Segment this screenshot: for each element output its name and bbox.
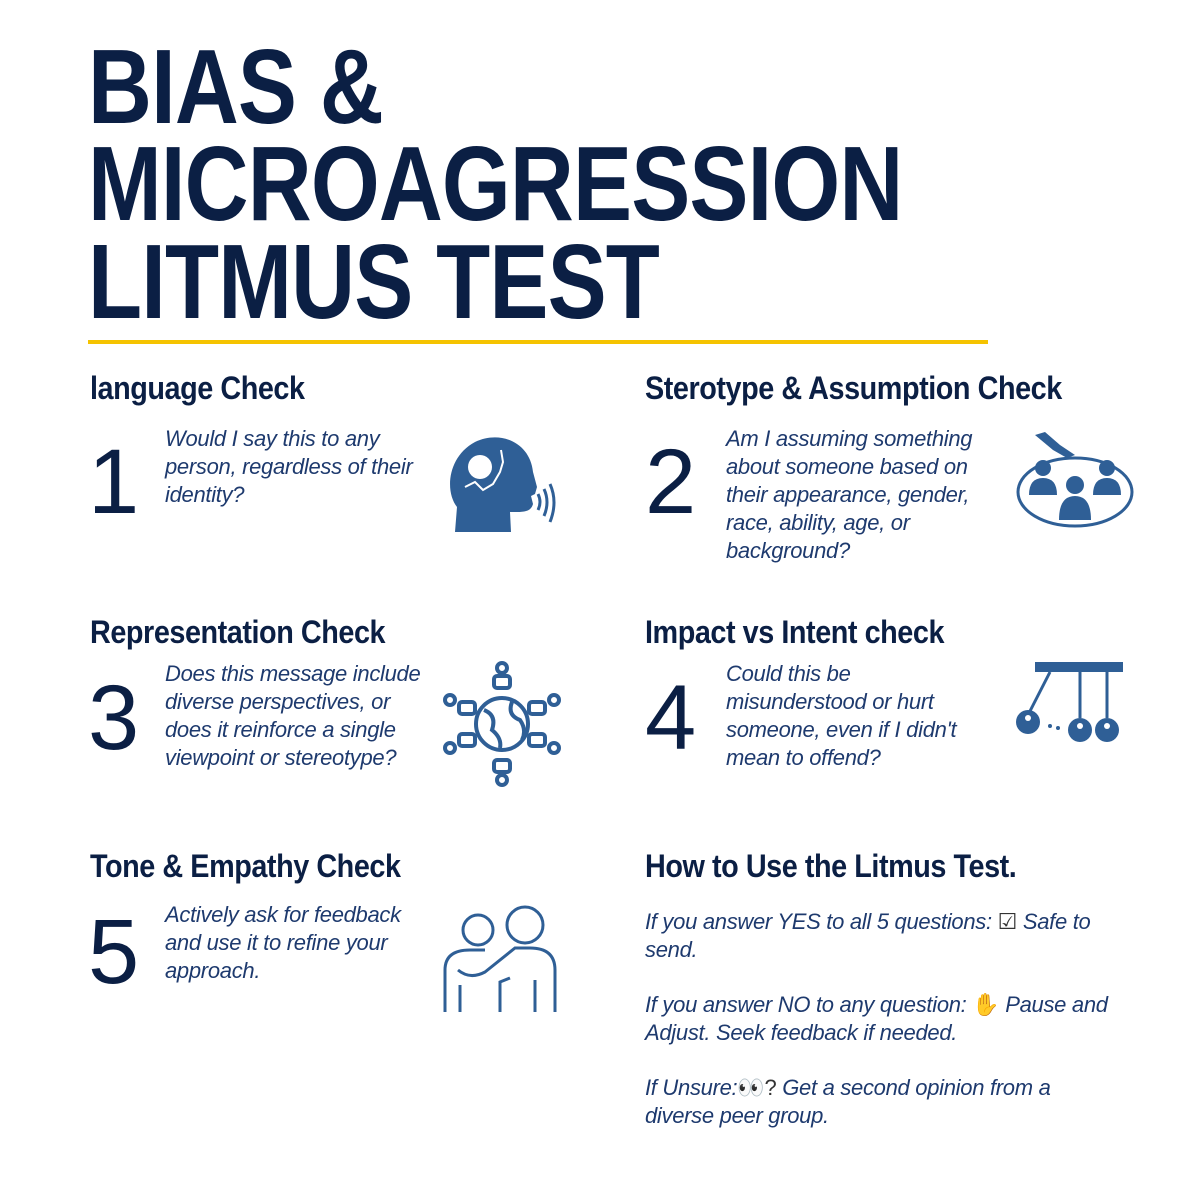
check-3-number: 3	[88, 667, 140, 769]
usage-unsure-prefix: If Unsure:	[645, 1075, 738, 1100]
usage-no-suffix: Pause and Adjust. Seek feedback if neede…	[645, 992, 1108, 1045]
check-4-number: 4	[645, 667, 697, 769]
usage-unsure-suffix: Get a second opinion from a diverse peer…	[645, 1075, 1051, 1128]
head-speaking-icon	[450, 437, 556, 532]
title-line-2: MICROAGRESSION	[88, 125, 903, 243]
check-4-heading: Impact vs Intent check	[645, 614, 945, 650]
title-line-3: LITMUS TEST	[88, 223, 660, 341]
check-2-heading: Sterotype & Assumption Check	[645, 370, 1062, 406]
eyes-question-icon: 👀?	[737, 1075, 777, 1100]
globe-network-icon	[443, 661, 561, 787]
check-1-number: 1	[88, 431, 140, 533]
check-3-heading: Representation Check	[90, 614, 386, 650]
check-5-number: 5	[88, 901, 140, 1003]
raised-hand-icon: ✋	[972, 992, 1000, 1017]
check-3-text: Does this message include diverse perspe…	[165, 661, 421, 770]
usage-no: If you answer NO to any question: ✋ Paus…	[645, 991, 1125, 1047]
title-divider	[88, 340, 988, 344]
check-5-heading: Tone & Empathy Check	[90, 848, 401, 884]
check-4-text: Could this be misunderstood or hurt some…	[726, 661, 957, 770]
newton-cradle-people-icon	[1016, 662, 1123, 742]
check-5-text: Actively ask for feedback and use it to …	[165, 902, 401, 983]
check-mark-icon: ☑	[997, 909, 1018, 934]
usage-unsure: If Unsure:👀? Get a second opinion from a…	[645, 1074, 1125, 1130]
usage-heading: How to Use the Litmus Test.	[645, 848, 1017, 884]
usage-yes: If you answer YES to all 5 questions: ☑ …	[645, 908, 1125, 964]
usage-yes-prefix: If you answer YES to all 5 questions:	[645, 909, 992, 934]
group-pointing-icon	[1016, 432, 1134, 528]
check-1-text: Would I say this to any person, regardle…	[165, 426, 413, 507]
check-1-heading: language Check	[90, 370, 305, 406]
hug-icon	[443, 905, 557, 1012]
check-2-number: 2	[645, 431, 697, 533]
usage-yes-suffix: Safe to send.	[645, 909, 1091, 962]
usage-no-prefix: If you answer NO to any question:	[645, 992, 967, 1017]
title-line-1: BIAS &	[88, 28, 384, 146]
check-2-text: Am I assuming something about someone ba…	[726, 426, 973, 563]
